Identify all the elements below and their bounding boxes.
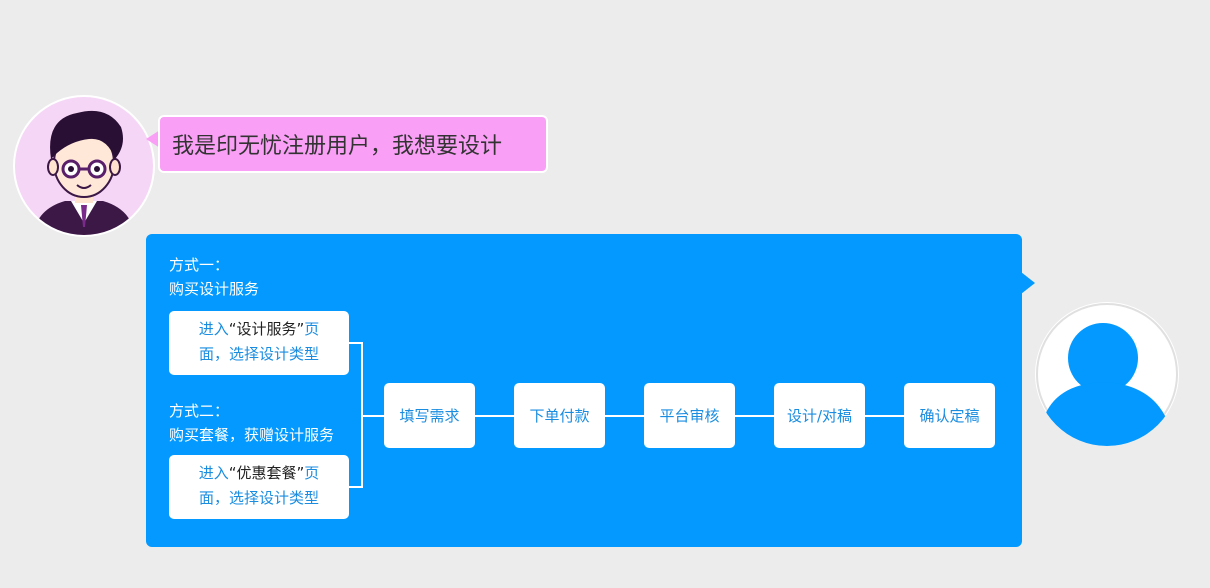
option-suffix: 页 — [304, 320, 320, 338]
process-panel: 方式一： 购买设计服务 进入“设计服务”页 面，选择设计类型 方式二： 购买套餐… — [146, 234, 1022, 547]
option-discount-package-line1: 进入“优惠套餐”页 — [183, 461, 335, 486]
option-prefix: 进入 — [198, 320, 229, 338]
method-one-title: 方式一： — [169, 256, 230, 274]
flow-connectors — [349, 342, 904, 488]
step-label: 平台审核 — [659, 407, 720, 425]
method-two-subtitle: 购买套餐，获赠设计服务 — [169, 426, 335, 444]
step-label: 下单付款 — [529, 407, 590, 425]
user-silhouette-icon — [1035, 302, 1179, 446]
option-discount-package-line2: 面，选择设计类型 — [198, 489, 319, 507]
method-two-label: 方式二： 购买套餐，获赠设计服务 — [169, 399, 334, 447]
speech-text: 我是印无忧注册用户，我想要设计 — [172, 134, 503, 159]
option-discount-package[interactable]: 进入“优惠套餐”页 面，选择设计类型 — [169, 455, 349, 519]
option-prefix: 进入 — [198, 464, 229, 482]
panel-tail — [1021, 272, 1035, 294]
cartoon-user-avatar-icon — [13, 95, 155, 237]
option-suffix: 页 — [304, 464, 320, 482]
option-design-service[interactable]: 进入“设计服务”页 面，选择设计类型 — [169, 311, 349, 375]
step-fill-requirements[interactable]: 填写需求 — [384, 383, 475, 448]
step-design-proof[interactable]: 设计/对稿 — [774, 383, 865, 448]
step-confirm-final[interactable]: 确认定稿 — [904, 383, 995, 448]
step-label: 确认定稿 — [919, 407, 980, 425]
option-design-service-line1: 进入“设计服务”页 — [183, 317, 335, 342]
speech-bubble: 我是印无忧注册用户，我想要设计 — [158, 115, 548, 173]
step-label: 设计/对稿 — [786, 407, 853, 425]
step-label: 填写需求 — [399, 407, 460, 425]
speech-bubble-tail — [146, 130, 160, 148]
option-design-service-line2: 面，选择设计类型 — [198, 345, 319, 363]
method-one-label: 方式一： 购买设计服务 — [169, 253, 259, 301]
step-place-order[interactable]: 下单付款 — [514, 383, 605, 448]
method-two-title: 方式二： — [169, 402, 230, 420]
step-platform-review[interactable]: 平台审核 — [644, 383, 735, 448]
option-quoted: “优惠套餐” — [228, 464, 305, 482]
option-quoted: “设计服务” — [228, 320, 305, 338]
method-one-subtitle: 购买设计服务 — [169, 280, 260, 298]
